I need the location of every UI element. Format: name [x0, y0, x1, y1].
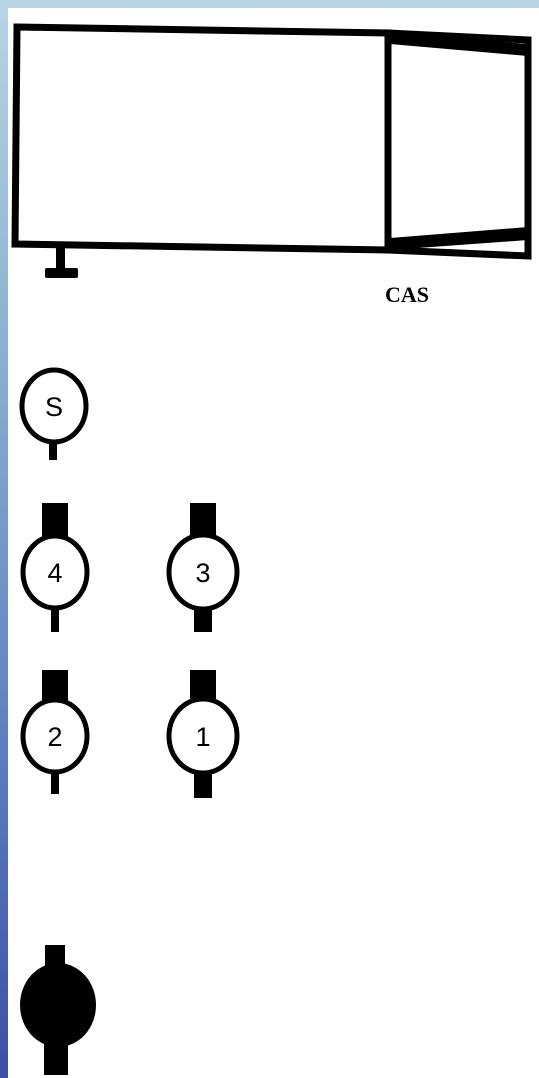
- position-marker-3: 3: [166, 503, 240, 632]
- position-marker-filled: [20, 945, 96, 1075]
- deployment-diagram: CAS S 4 3 2: [11, 23, 532, 1075]
- truck-cargo-box: [11, 23, 392, 254]
- position-label-4: 4: [47, 558, 62, 588]
- position-label-2: 2: [47, 722, 62, 752]
- truck-support-leg: [56, 247, 65, 271]
- marker-stem: [51, 768, 59, 794]
- position-marker-2: 2: [20, 670, 90, 794]
- position-label-3: 3: [195, 558, 210, 588]
- position-marker-4: 4: [20, 503, 90, 632]
- position-marker-1: 1: [166, 670, 240, 798]
- position-label-1: 1: [195, 722, 210, 752]
- marker-stem: [49, 440, 57, 460]
- marker-body-filled: [20, 963, 96, 1047]
- truck-door-top: [390, 33, 528, 56]
- position-label-s: S: [45, 392, 63, 422]
- diagram-canvas: CAS S 4 3 2: [8, 8, 539, 1078]
- truck-body: [11, 23, 532, 278]
- marker-body: [166, 696, 240, 776]
- marker-body: [19, 367, 89, 445]
- marker-stem: [194, 768, 212, 798]
- marker-stem: [51, 604, 59, 632]
- position-marker-s: S: [19, 367, 89, 460]
- truck-support-foot: [45, 268, 78, 278]
- truck-label: CAS: [385, 282, 429, 307]
- truck-cab: [384, 29, 532, 260]
- marker-headblock: [42, 503, 68, 537]
- marker-headblock: [190, 503, 216, 537]
- marker-body: [20, 697, 90, 775]
- truck-door-bottom: [390, 227, 528, 250]
- marker-body: [20, 533, 90, 611]
- marker-body: [166, 532, 240, 612]
